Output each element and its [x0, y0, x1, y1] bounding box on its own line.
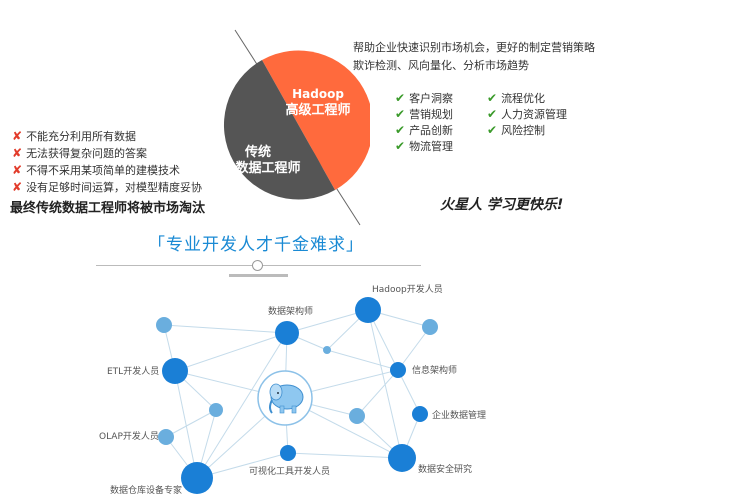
label-visual: 可视化工具开发人员 [249, 465, 330, 477]
divider-knob [252, 260, 263, 271]
divider-bar [229, 274, 288, 277]
label-info-arch: 信息架构师 [412, 364, 457, 376]
traditional-segment [223, 60, 335, 200]
problem-item: ✘没有足够时间运算，对模型精度妥协 [12, 180, 203, 194]
slogan: 火星人 学习更快乐! [440, 197, 564, 213]
traditional-title: 传统 [244, 144, 271, 160]
elephant-icon [269, 383, 304, 414]
label-security: 数据安全研究 [418, 463, 472, 475]
label-hadoop-dev: Hadoop开发人员 [372, 283, 443, 295]
check-icon: ✔ [487, 107, 498, 121]
intro-line-2: 欺诈检测、风向量化、分析市场趋势 [353, 59, 529, 72]
network-graph: Hadoop开发人员 数据架构师 ETL开发人员 信息架构师 企业数据管理 OL… [99, 283, 486, 496]
benefit-item: ✔人力资源管理 [487, 107, 568, 121]
check-icon: ✔ [487, 91, 498, 105]
network-node [280, 445, 296, 461]
network-node [390, 362, 406, 378]
check-icon: ✔ [395, 123, 406, 137]
hadoop-segment [262, 50, 370, 190]
headline: 「专业开发人才千金难求」 [148, 235, 364, 255]
intro-line-1: 帮助企业快速识别市场机会，更好的制定营销策略 [353, 41, 595, 54]
hadoop-subtitle: 高级工程师 [285, 102, 350, 118]
benefit-item: ✔客户洞察 [395, 91, 454, 105]
benefit-item: ✔流程优化 [487, 91, 546, 105]
label-etl: ETL开发人员 [107, 365, 159, 377]
label-warehouse: 数据仓库设备专家 [110, 484, 182, 496]
hadoop-title: Hadoop [292, 87, 344, 101]
network-node [323, 346, 331, 354]
benefit-item: ✔产品创新 [395, 123, 454, 137]
network-node [349, 408, 365, 424]
traditional-subtitle: 数据工程师 [235, 160, 300, 176]
benefit-item: ✔物流管理 [395, 139, 454, 153]
problem-item: ✘不得不采用某项简单的建模技术 [12, 163, 181, 177]
problem-item: ✘不能充分利用所有数据 [12, 129, 137, 143]
benefit-item: ✔营销规划 [395, 107, 454, 121]
check-icon: ✔ [395, 91, 406, 105]
check-icon: ✔ [395, 139, 406, 153]
cross-icon: ✘ [12, 129, 23, 143]
conclusion-text: 最终传统数据工程师将被市场淘汰 [10, 201, 206, 216]
network-node [388, 444, 416, 472]
label-olap: OLAP开发人员 [99, 430, 159, 442]
network-node [162, 358, 188, 384]
network-node [209, 403, 223, 417]
comparison-circle: Hadoop 高级工程师 传统 数据工程师 [223, 29, 370, 226]
cross-icon: ✘ [12, 146, 23, 160]
check-icon: ✔ [487, 123, 498, 137]
network-node [158, 429, 174, 445]
network-node [181, 462, 213, 494]
label-enterprise: 企业数据管理 [432, 409, 486, 421]
network-node [422, 319, 438, 335]
label-architect: 数据架构师 [268, 305, 313, 317]
network-node [275, 321, 299, 345]
network-node [156, 317, 172, 333]
check-icon: ✔ [395, 107, 406, 121]
cross-icon: ✘ [12, 163, 23, 177]
benefit-item: ✔风险控制 [487, 123, 546, 137]
network-node [355, 297, 381, 323]
problem-item: ✘无法获得复杂问题的答案 [12, 146, 148, 160]
cross-icon: ✘ [12, 180, 23, 194]
network-node [412, 406, 428, 422]
